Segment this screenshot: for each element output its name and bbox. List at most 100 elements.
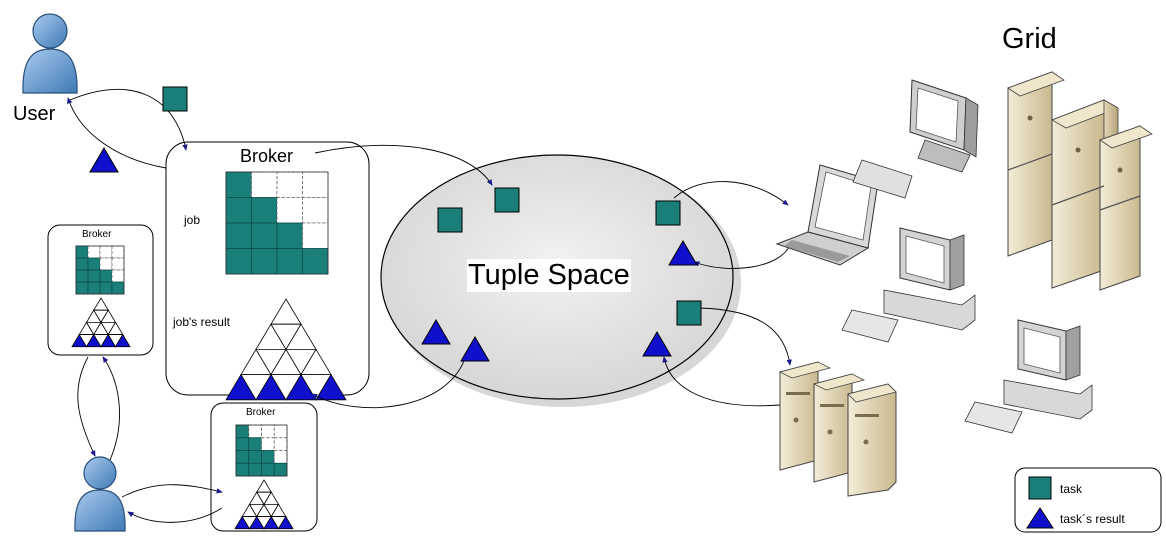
desktop-icon-top [852, 79, 979, 199]
pyramid-triangle [114, 333, 131, 348]
matrix-cell [276, 222, 303, 249]
arrow-broker-to-space [314, 144, 493, 186]
matrix-cell [87, 257, 101, 271]
matrix-cell [99, 245, 113, 259]
matrix-cell [273, 450, 288, 464]
job-matrix-small-bottom [235, 424, 288, 477]
arrow-user-to-left-broker [102, 356, 120, 461]
matrix-cell [111, 269, 125, 283]
matrix-cell [273, 462, 288, 477]
matrix-cell [235, 462, 250, 477]
matrix-cell [111, 245, 125, 259]
matrix-cell [99, 257, 113, 271]
matrix-cell [302, 197, 329, 224]
matrix-cell [251, 222, 278, 249]
matrix-cell [87, 269, 101, 283]
matrix-cell [99, 269, 113, 283]
pyramid-triangle [277, 515, 294, 530]
task-square [437, 207, 463, 233]
legend-box [1014, 467, 1162, 533]
pyramid-triangle [270, 298, 302, 325]
matrix-cell [248, 437, 262, 451]
arrow-bottom-broker-to-user [127, 507, 223, 523]
desktop-icon-bottom [964, 319, 1093, 434]
user-label: User [13, 103, 56, 125]
matrix-cell [261, 437, 275, 451]
job-result-label: job's result [173, 315, 230, 329]
matrix-cell [251, 248, 278, 275]
matrix-cell [276, 171, 303, 198]
task-square [676, 300, 702, 326]
matrix-cell [251, 171, 278, 198]
user-icon [22, 13, 78, 94]
arrow-broker-to-user [67, 97, 167, 169]
matrix-cell [235, 450, 250, 464]
laptop-icon [775, 164, 879, 266]
legend-task-label: task [1060, 482, 1083, 496]
matrix-cell [276, 197, 303, 224]
arrow-user-to-broker [69, 88, 188, 151]
matrix-cell [225, 248, 252, 275]
matrix-cell [261, 450, 275, 464]
server-icon [778, 361, 897, 497]
matrix-cell [225, 171, 252, 198]
legend-result-label: task´s result [1060, 512, 1125, 526]
result-pyramid-small-left [71, 297, 131, 348]
matrix-cell [276, 248, 303, 275]
tuple-space-label: Tuple Space [467, 259, 631, 292]
job-matrix [225, 171, 329, 275]
arrow-laptop-to-space [693, 244, 791, 269]
matrix-cell [261, 462, 275, 477]
pyramid-triangle [315, 373, 347, 401]
broker-small-left-box [47, 224, 154, 356]
legend-result-swatch [1026, 507, 1054, 529]
matrix-cell [251, 197, 278, 224]
arrow-space-to-laptop [673, 181, 789, 206]
arrow-space-to-server [699, 307, 792, 366]
matrix-cell [248, 450, 262, 464]
result-pyramid [225, 298, 347, 401]
matrix-cell [225, 197, 252, 224]
matrix-cell [87, 245, 101, 259]
broker-small-bottom-box [210, 402, 318, 532]
result-pyramid-small-bottom [234, 479, 294, 530]
pyramid-triangle [256, 479, 272, 493]
matrix-border [235, 424, 288, 477]
matrix-cell [111, 281, 125, 295]
legend-task-swatch [1028, 476, 1052, 500]
result-triangle [642, 331, 672, 357]
desktop-icon-middle [841, 227, 976, 343]
matrix-cell [75, 257, 89, 271]
matrix-cell [302, 222, 329, 249]
matrix-cell [273, 437, 288, 451]
result-triangle [89, 147, 119, 173]
matrix-border [225, 171, 329, 275]
task-square [162, 86, 188, 112]
matrix-cell [273, 424, 288, 439]
matrix-cell [248, 462, 262, 477]
matrix-cell [75, 281, 89, 295]
task-square [655, 200, 681, 226]
job-label: job [184, 213, 201, 227]
pyramid-triangle [93, 297, 109, 311]
tasks-and-results [89, 86, 702, 362]
broker-small-left-label: Broker [82, 229, 112, 240]
matrix-cell [87, 281, 101, 295]
arrow-space-to-broker [311, 354, 467, 409]
matrix-cell [75, 245, 89, 259]
tower-server-icon [1007, 71, 1153, 291]
matrix-cell [302, 248, 329, 275]
arrow-server-to-space [662, 356, 781, 407]
job-matrix-small-left [75, 245, 125, 295]
matrix-cell [225, 222, 252, 249]
matrix-border [75, 245, 125, 295]
user-icon-bottom [74, 456, 126, 532]
matrix-cell [111, 257, 125, 271]
matrix-cell [75, 269, 89, 283]
arrow-left-broker-to-user [77, 356, 96, 457]
task-square [494, 187, 520, 213]
broker-small-bottom-label: Broker [246, 407, 276, 418]
broker-main-label: Broker [240, 146, 294, 166]
arrow-user-to-bottom-broker [121, 484, 223, 498]
